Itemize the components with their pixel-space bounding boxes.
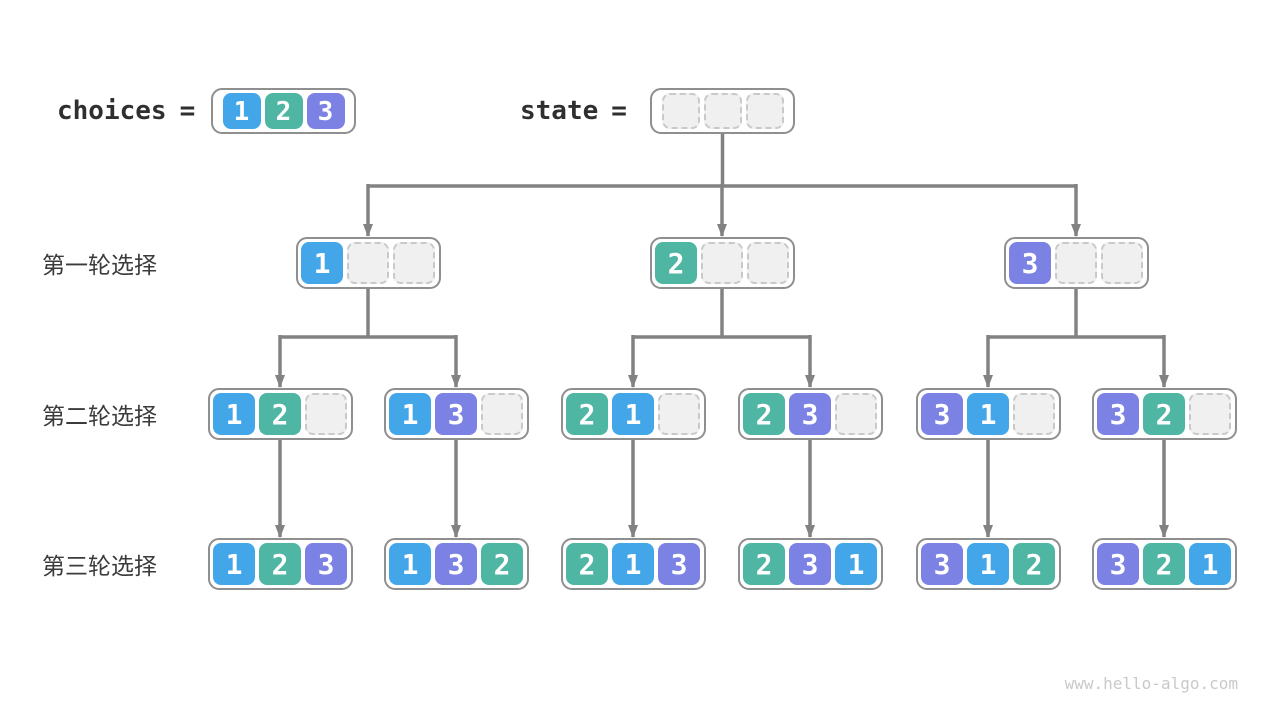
cell-filled: 1 (612, 393, 654, 435)
row-label-round-3: 第三轮选择 (42, 553, 157, 579)
cell-filled: 3 (658, 543, 700, 585)
row-label-round-2: 第二轮选择 (42, 403, 157, 429)
choices-equals-sign: = (179, 96, 196, 126)
cell-filled: 3 (921, 543, 963, 585)
cell-filled: 1 (612, 543, 654, 585)
cell-empty (835, 393, 877, 435)
cell-filled: 3 (789, 543, 831, 585)
choices-label-text: choices (57, 96, 167, 126)
watermark: www.hello-algo.com (1064, 674, 1238, 693)
cell-empty (347, 242, 389, 284)
cell-filled: 3 (921, 393, 963, 435)
cell-filled: 3 (435, 393, 477, 435)
state-label-text: state (520, 96, 599, 126)
cell-filled: 1 (222, 93, 261, 129)
cell-filled: 2 (481, 543, 523, 585)
state-node: 2 (649, 237, 795, 289)
cell-filled: 2 (259, 543, 301, 585)
cell-filled: 2 (566, 543, 608, 585)
cell-filled: 2 (743, 393, 785, 435)
cell-empty (305, 393, 347, 435)
cell-empty (393, 242, 435, 284)
cell-empty (481, 393, 523, 435)
cell-filled: 1 (1189, 543, 1231, 585)
cell-filled: 3 (306, 93, 345, 129)
cell-filled: 1 (835, 543, 877, 585)
cell-filled: 2 (655, 242, 697, 284)
state-label: state = (520, 88, 627, 134)
state-array-node (650, 88, 795, 134)
cell-empty (658, 393, 700, 435)
choices-label: choices = (57, 88, 195, 134)
state-node: 3 (1003, 237, 1149, 289)
cell-filled: 1 (967, 393, 1009, 435)
cell-empty (703, 93, 742, 129)
state-node: 1 (295, 237, 441, 289)
cell-filled: 2 (1013, 543, 1055, 585)
cell-filled: 2 (264, 93, 303, 129)
cell-empty (1189, 393, 1231, 435)
cell-filled: 3 (305, 543, 347, 585)
cell-filled: 1 (213, 543, 255, 585)
state-equals-sign: = (611, 96, 627, 126)
cell-filled: 2 (259, 393, 301, 435)
cell-filled: 2 (1143, 543, 1185, 585)
cell-filled: 3 (1097, 543, 1139, 585)
row-label-round-1: 第一轮选择 (42, 252, 157, 278)
cell-empty (661, 93, 700, 129)
cell-empty (701, 242, 743, 284)
cell-empty (1101, 242, 1143, 284)
cell-filled: 3 (789, 393, 831, 435)
cell-filled: 3 (1097, 393, 1139, 435)
cell-empty (1055, 242, 1097, 284)
cell-filled: 1 (389, 543, 431, 585)
cell-empty (745, 93, 784, 129)
cell-filled: 1 (301, 242, 343, 284)
cell-empty (747, 242, 789, 284)
cell-filled: 2 (566, 393, 608, 435)
cell-filled: 1 (389, 393, 431, 435)
cell-filled: 2 (1143, 393, 1185, 435)
cell-filled: 1 (967, 543, 1009, 585)
cell-filled: 3 (1009, 242, 1051, 284)
cell-filled: 2 (743, 543, 785, 585)
cell-filled: 3 (435, 543, 477, 585)
cell-empty (1013, 393, 1055, 435)
cell-filled: 1 (213, 393, 255, 435)
